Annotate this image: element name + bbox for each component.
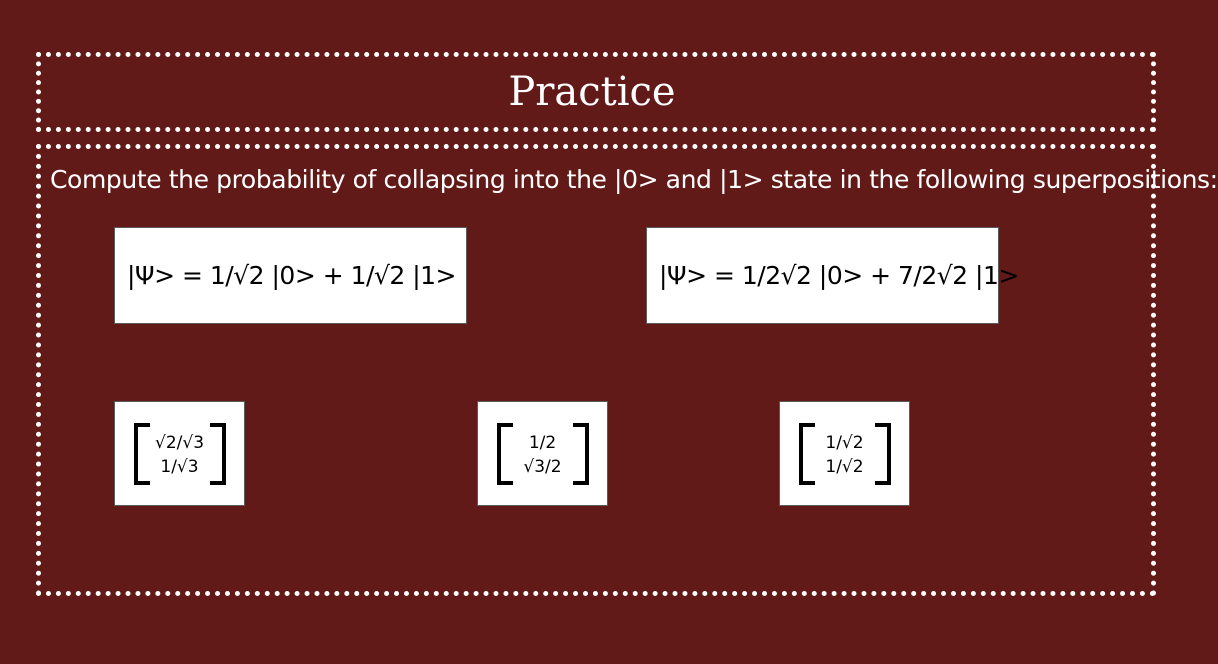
equation-text: |Ψ> = 1/√2 |0> + 1/√2 |1> xyxy=(127,261,457,290)
equation-text: |Ψ> = 1/2√2 |0> + 7/2√2 |1> xyxy=(659,261,1019,290)
column-vector: √2/√3 1/√3 xyxy=(133,422,226,485)
equation-box: |Ψ> = 1/2√2 |0> + 7/2√2 |1> xyxy=(646,227,1019,324)
title-frame xyxy=(36,52,1156,132)
state-vector-box: √2/√3 1/√3 xyxy=(114,401,245,506)
right-bracket xyxy=(209,422,226,485)
equation-box: |Ψ> = 1/√2 |0> + 1/√2 |1> xyxy=(114,227,467,324)
vector-entries: 1/√2 1/√2 xyxy=(799,431,891,479)
column-vector: 1/√2 1/√2 xyxy=(798,422,891,485)
vector-entry-bottom: 1/√2 xyxy=(825,456,864,477)
vector-entry-top: 1/√2 xyxy=(825,432,864,453)
vector-entry-top: 1/2 xyxy=(528,432,557,453)
vector-entry-bottom: √3/2 xyxy=(523,456,562,477)
state-vector-box: 1/2 √3/2 xyxy=(477,401,608,506)
left-bracket xyxy=(496,422,513,485)
right-bracket xyxy=(874,422,891,485)
vector-entries: 1/2 √3/2 xyxy=(497,431,589,479)
instructions-text: Compute the probability of collapsing in… xyxy=(50,165,1218,194)
column-vector: 1/2 √3/2 xyxy=(496,422,589,485)
vector-entry-top: √2/√3 xyxy=(154,432,205,453)
left-bracket xyxy=(133,422,150,485)
left-bracket xyxy=(798,422,815,485)
vector-entries: √2/√3 1/√3 xyxy=(134,431,226,479)
vector-entry-bottom: 1/√3 xyxy=(160,456,199,477)
content-frame xyxy=(36,144,1156,596)
right-bracket xyxy=(572,422,589,485)
state-vector-box: 1/√2 1/√2 xyxy=(779,401,910,506)
page-title: Practice xyxy=(508,69,676,115)
